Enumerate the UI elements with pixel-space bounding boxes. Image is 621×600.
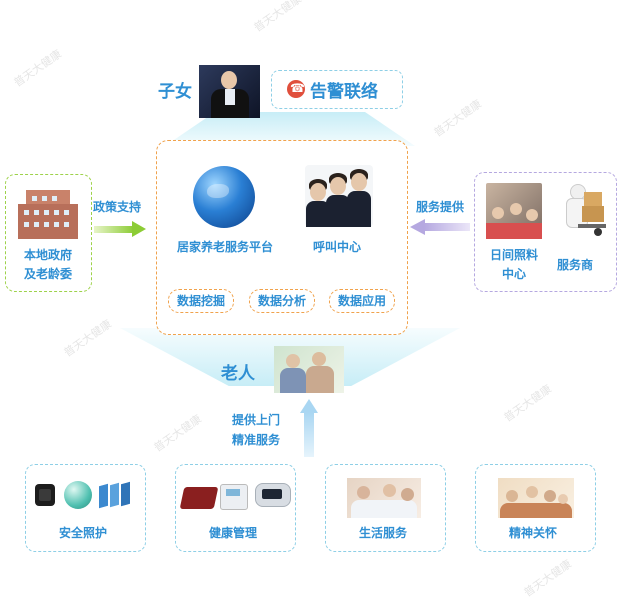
daycare-label-line2: 中心 xyxy=(501,267,526,281)
health-monitor-icon xyxy=(220,484,248,510)
delivery-courier-icon xyxy=(558,180,608,242)
pill-data-application: 数据应用 xyxy=(329,289,395,313)
life-service-photo xyxy=(347,478,421,518)
elderly-label: 老人 xyxy=(221,364,255,384)
daycare-label-line1: 日间照料 xyxy=(489,248,538,262)
watermark: 普天大健康 xyxy=(61,317,115,360)
service-box-safety xyxy=(25,464,146,552)
globe-icon xyxy=(193,166,255,228)
phone-alarm-icon xyxy=(287,80,305,98)
platform-label: 居家养老服务平台 xyxy=(177,240,274,254)
doorstep-line1: 提供上门 xyxy=(232,413,281,427)
children-photo xyxy=(199,65,260,118)
watermark: 普天大健康 xyxy=(251,0,305,35)
service-provision-label: 服务提供 xyxy=(416,200,465,214)
government-building-icon xyxy=(18,186,78,239)
spiritual-care-photo xyxy=(498,478,574,518)
call-center-photo xyxy=(305,165,373,227)
government-label-line1: 本地政府 xyxy=(23,248,72,262)
pill-data-mining: 数据挖掘 xyxy=(168,289,234,313)
service-label-health: 健康管理 xyxy=(209,526,258,540)
elderly-photo xyxy=(274,346,344,393)
government-label-line2: 及老龄委 xyxy=(23,267,72,281)
daycare-center-photo xyxy=(486,183,542,239)
watermark: 普天大健康 xyxy=(431,97,485,140)
government-label: 本地政府 及老龄委 xyxy=(18,246,78,284)
arrow-up-icon xyxy=(300,399,318,457)
watermark: 普天大健康 xyxy=(151,412,205,455)
smartwatch-icon xyxy=(35,484,55,506)
watermark: 普天大健康 xyxy=(521,557,575,600)
arrow-right-icon xyxy=(94,221,146,237)
service-label-life: 生活服务 xyxy=(359,526,408,540)
children-label: 子女 xyxy=(158,82,192,102)
oximeter-icon xyxy=(255,483,291,507)
service-label-safety: 安全照护 xyxy=(59,526,108,540)
daycare-label: 日间照料 中心 xyxy=(484,246,544,284)
sensor-sphere-icon xyxy=(64,481,92,509)
alarm-contact-label: 告警联络 xyxy=(310,82,378,102)
provider-label: 服务商 xyxy=(557,258,594,272)
watermark: 普天大健康 xyxy=(501,382,555,425)
policy-support-label: 政策支持 xyxy=(93,200,142,214)
call-center-label: 呼叫中心 xyxy=(313,240,362,254)
watermark: 普天大健康 xyxy=(11,47,65,90)
blood-pressure-monitor-icon xyxy=(179,487,219,509)
pill-data-analysis: 数据分析 xyxy=(249,289,315,313)
service-label-spirit: 精神关怀 xyxy=(509,526,558,540)
arrow-left-icon xyxy=(410,219,470,235)
doorstep-line2: 精准服务 xyxy=(232,433,281,447)
doorstep-service-label: 提供上门 精准服务 xyxy=(232,410,280,450)
device-panels-icon xyxy=(99,481,137,509)
